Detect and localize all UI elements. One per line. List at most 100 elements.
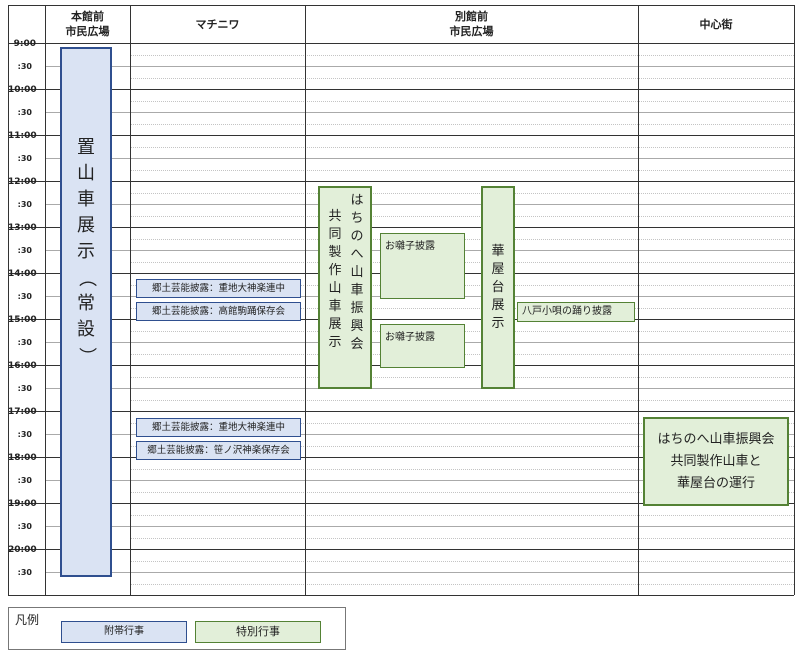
vertical-char: 展 (328, 317, 342, 332)
kyodo-col-left: 共同製作山車展示 (325, 208, 345, 352)
grid-line (638, 5, 639, 595)
event-kyodo-dashi-display: はちのへ山車振興会 共同製作山車展示 (318, 186, 372, 389)
time-label: 17:00 (8, 407, 37, 417)
grid-line (130, 422, 794, 424)
grid-line (130, 54, 794, 56)
grid-line (8, 411, 794, 412)
grid-line (130, 100, 794, 102)
event-kyodo-geino-3: 郷土芸能披露：重地大神楽連中 (136, 418, 301, 437)
chushingai-line3: 華屋台の運行 (676, 476, 755, 491)
grid-line (130, 560, 794, 562)
vertical-char: 振 (350, 301, 364, 316)
grid-line (8, 43, 794, 44)
grid-line (8, 319, 794, 320)
event-hanayatai-display: 華屋台展示 (481, 186, 515, 389)
vertical-char: は (350, 193, 364, 208)
header-bekkan: 別館前 市民広場 (305, 9, 638, 39)
schedule-grid: 本館前 市民広場 マチニワ 別館前 市民広場 中心街 9:00 :30 10:00:… (8, 5, 795, 596)
time-label: 15:00 (8, 315, 37, 325)
time-label: 19:00 (8, 499, 37, 509)
header-honkan-line1: 本館前 (71, 10, 104, 23)
vertical-char: 作 (328, 263, 342, 278)
grid-line (45, 112, 794, 113)
event-ohayashi-1-text: お囃子披露 (385, 241, 435, 252)
grid-line (130, 376, 794, 378)
vertical-char: 示 (491, 315, 505, 331)
grid-line (45, 526, 794, 527)
grid-line (45, 66, 794, 67)
grid-line (130, 399, 794, 401)
vertical-char: 会 (350, 337, 364, 352)
event-ohayashi-1: お囃子披露 (380, 233, 465, 299)
header-bekkan-line2: 市民広場 (449, 25, 494, 38)
kyodo-col-right: はちのへ山車振興会 (347, 192, 367, 354)
vertical-char: 製 (328, 245, 342, 260)
time-label: :30 (17, 292, 32, 301)
event-hanayatai-text: 華屋台展示 (491, 243, 504, 333)
vertical-char: 示 (328, 335, 342, 350)
grid-line (8, 181, 794, 182)
grid-line (130, 468, 794, 470)
grid-line (130, 583, 794, 585)
vertical-char: へ (350, 247, 364, 262)
grid-line (8, 457, 794, 458)
time-label: 13:00 (8, 223, 37, 233)
vertical-char: 車 (328, 299, 342, 314)
grid-line (130, 445, 794, 447)
time-label: :30 (17, 154, 32, 163)
event-okiyama-display: 置山車展示（常設） (60, 47, 112, 577)
vertical-char: 車 (350, 283, 364, 298)
legend-special-label: 特別行事 (236, 625, 280, 638)
header-bekkan-line1: 別館前 (455, 10, 488, 23)
chushingai-line1: はちのへ山車振興会 (657, 432, 775, 447)
grid-line (130, 192, 794, 194)
time-label: 10:00 (8, 85, 37, 95)
grid-line (130, 491, 794, 493)
vertical-char: 展 (491, 297, 505, 313)
grid-line (45, 158, 794, 159)
grid-line (45, 5, 46, 595)
event-okiyama-text: 置山車展示（常設） (76, 135, 97, 369)
time-label: 11:00 (8, 131, 37, 141)
header-machiniwa: マチニワ (130, 9, 305, 39)
time-label: 18:00 (8, 453, 37, 463)
time-label: :30 (17, 522, 32, 531)
grid-line (130, 5, 131, 595)
time-label: :30 (17, 62, 32, 71)
time-label: :30 (17, 476, 32, 485)
event-kyodo-geino-2-text: 郷土芸能披露：高館駒踊保存会 (151, 306, 285, 317)
vertical-char: 示 (77, 241, 95, 262)
event-kyodo-geino-2: 郷土芸能披露：高館駒踊保存会 (136, 302, 301, 321)
vertical-char: 設 (77, 319, 95, 340)
kyodo-col-left-text: 共同製作山車展示 (328, 208, 341, 352)
event-chushingai-parade: はちのへ山車振興会 共同製作山車と 華屋台の運行 (643, 417, 789, 506)
time-label: 9:00 (13, 39, 36, 49)
grid-line (130, 514, 794, 516)
vertical-char: 山 (328, 281, 342, 296)
grid-line (8, 5, 9, 595)
vertical-char: の (350, 229, 364, 244)
vertical-char: 興 (350, 319, 364, 334)
grid-line (130, 123, 794, 125)
vertical-char: 置 (77, 137, 95, 158)
event-kyodo-geino-4-text: 郷土芸能披露：笹ノ沢神楽保存会 (147, 445, 290, 456)
time-label: 20:00 (8, 545, 37, 555)
grid-line (8, 5, 794, 6)
grid-line (794, 5, 795, 595)
time-label: :30 (17, 108, 32, 117)
grid-line (8, 503, 794, 504)
header-honkan: 本館前 市民広場 (45, 9, 130, 39)
grid-line (45, 434, 794, 435)
vertical-char: 常 (77, 293, 95, 314)
vertical-char: ち (350, 211, 364, 226)
header-chushingai-line1: 中心街 (699, 17, 733, 31)
vertical-char: 共 (328, 209, 342, 224)
grid-line (8, 135, 794, 136)
vertical-char: ） (76, 347, 97, 365)
header-chushingai: 中心街 (638, 9, 794, 39)
time-label: 14:00 (8, 269, 37, 279)
event-hachinohe-kouta: 八戸小唄の踊り披露 (517, 302, 635, 322)
time-label: :30 (17, 384, 32, 393)
event-hachinohe-kouta-text: 八戸小唄の踊り披露 (522, 306, 612, 317)
grid-line (45, 480, 794, 481)
